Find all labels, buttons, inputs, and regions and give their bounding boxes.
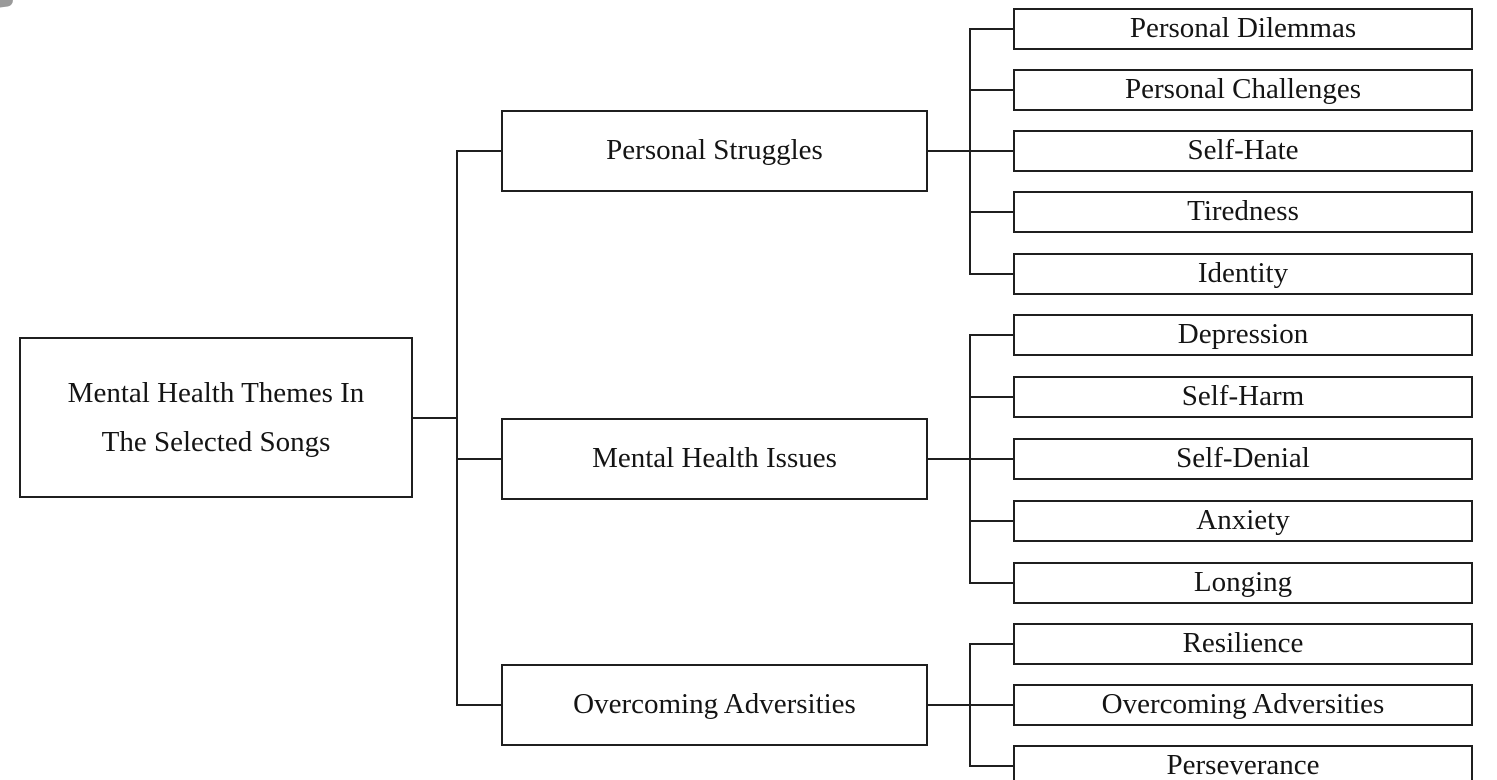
branch-node-label: Overcoming Adversities [573, 688, 856, 721]
leaf-node-label: Identity [1197, 257, 1289, 290]
leaf-node-label: Self-Denial [1176, 442, 1310, 475]
leaf-node-personal-challenges: Personal Challenges [1013, 69, 1473, 111]
leaf-node-longing: Longing [1013, 562, 1473, 604]
branch-node-label: Mental Health Issues [592, 442, 837, 475]
leaf-node-label: Depression [1177, 318, 1309, 351]
leaf-node-label: Tiredness [1187, 195, 1299, 228]
leaf-node-label: Personal Dilemmas [1129, 12, 1357, 45]
leaf-node-label: Anxiety [1196, 504, 1290, 537]
leaf-node-label: Perseverance [1166, 749, 1320, 780]
leaf-node-resilience: Resilience [1013, 623, 1473, 665]
leaf-node-label: Self-Harm [1181, 380, 1305, 413]
leaf-node-depression: Depression [1013, 314, 1473, 356]
leaf-node-self-hate: Self-Hate [1013, 130, 1473, 172]
leaf-node-personal-dilemmas: Personal Dilemmas [1013, 8, 1473, 50]
branch-node-label: Personal Struggles [606, 134, 823, 167]
branch-node-mental-health-issues: Mental Health Issues [501, 418, 928, 500]
leaf-node-label: Personal Challenges [1125, 73, 1361, 106]
connector-overcoming-adversities [928, 643, 1013, 767]
leaf-node-label: Resilience [1182, 627, 1304, 660]
leaf-node-self-denial: Self-Denial [1013, 438, 1473, 480]
connector-root [413, 150, 501, 706]
leaf-node-overcoming-adversities: Overcoming Adversities [1013, 684, 1473, 726]
branch-node-overcoming-adversities: Overcoming Adversities [501, 664, 928, 746]
leaf-node-self-harm: Self-Harm [1013, 376, 1473, 418]
root-node-label: Mental Health Themes In The Selected Son… [67, 376, 365, 458]
leaf-node-perseverance: Perseverance [1013, 745, 1473, 780]
leaf-node-label: Overcoming Adversities [1101, 688, 1385, 721]
root-node: Mental Health Themes In The Selected Son… [19, 337, 413, 498]
branch-node-personal-struggles: Personal Struggles [501, 110, 928, 192]
leaf-node-label: Longing [1193, 566, 1293, 599]
leaf-node-identity: Identity [1013, 253, 1473, 295]
leaf-node-tiredness: Tiredness [1013, 191, 1473, 233]
connector-personal-struggles [928, 28, 1013, 275]
connector-mental-health-issues [928, 334, 1013, 584]
leaf-node-anxiety: Anxiety [1013, 500, 1473, 542]
leaf-node-label: Self-Hate [1187, 134, 1299, 167]
